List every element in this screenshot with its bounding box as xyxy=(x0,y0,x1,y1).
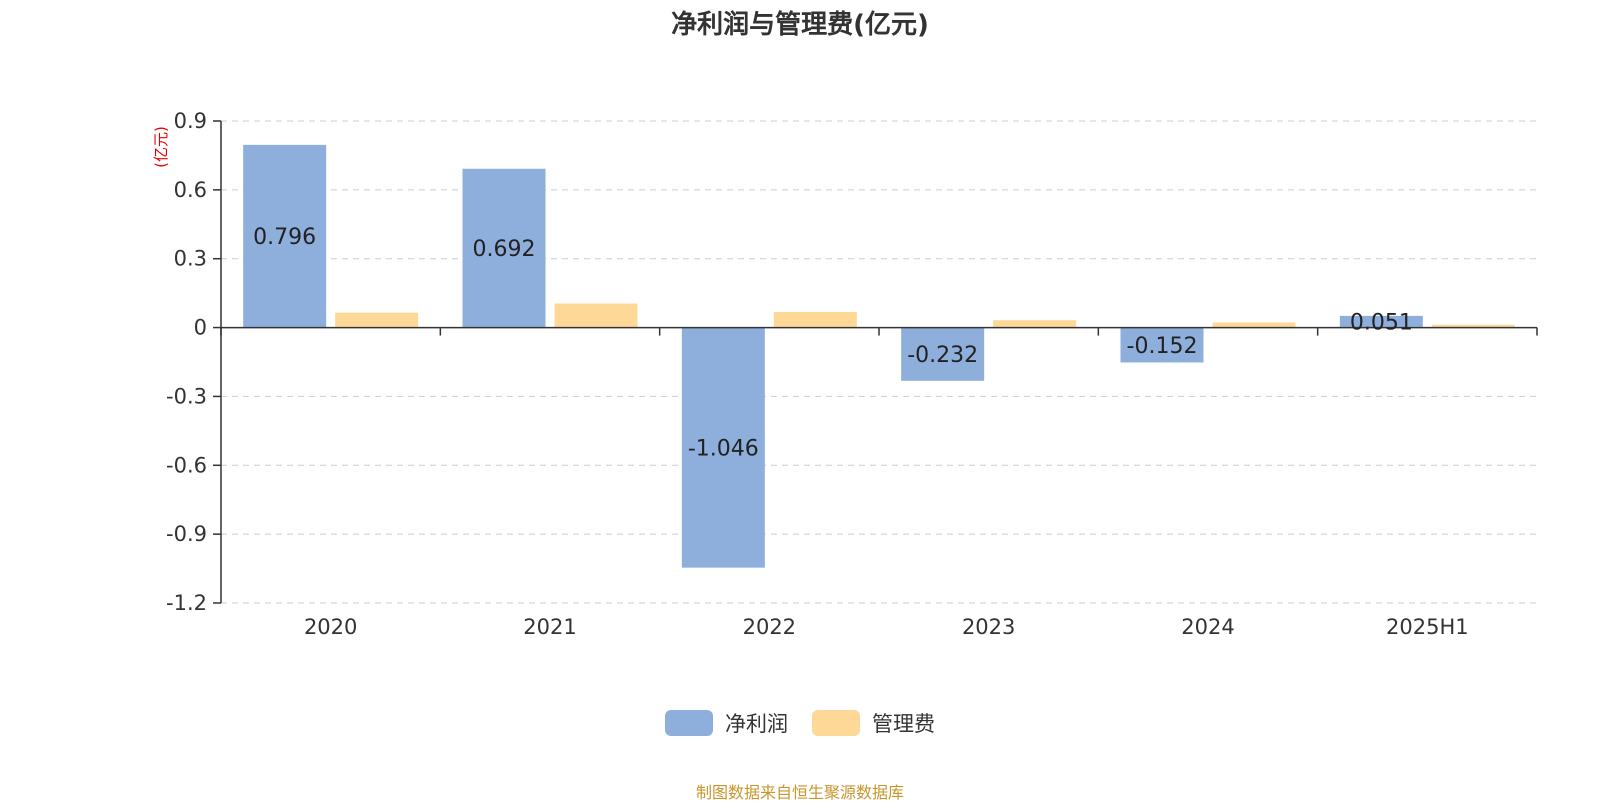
data-label: 0.692 xyxy=(473,237,536,262)
y-axis-label: (亿元) xyxy=(152,126,170,168)
legend-swatch-admin-expense xyxy=(812,710,860,736)
legend-swatch-net-profit xyxy=(665,710,713,736)
bar-admin-expense xyxy=(993,320,1077,328)
y-tick-label: -0.3 xyxy=(166,384,207,408)
x-tick-label: 2023 xyxy=(962,615,1015,639)
bars xyxy=(243,144,1515,568)
bar-net-profit xyxy=(243,144,327,328)
y-tick-label: 0.6 xyxy=(174,178,207,202)
y-tick-label: -1.2 xyxy=(166,591,207,615)
bar-net-profit xyxy=(901,327,985,381)
legend-item-net-profit[interactable]: 净利润 xyxy=(665,708,788,738)
data-label: -1.046 xyxy=(688,437,759,462)
legend-item-admin-expense[interactable]: 管理费 xyxy=(812,708,935,738)
y-tick-label: -0.9 xyxy=(166,522,207,546)
bar-net-profit xyxy=(1120,327,1204,363)
x-tick-label: 2025H1 xyxy=(1386,615,1469,639)
data-label: -0.152 xyxy=(1127,334,1198,359)
x-tick-label: 2020 xyxy=(304,615,357,639)
bar-net-profit xyxy=(462,168,546,328)
y-tick-label: 0.9 xyxy=(174,109,207,133)
x-tick-label: 2022 xyxy=(743,615,796,639)
data-label: 0.051 xyxy=(1350,311,1413,336)
x-tick-label: 2021 xyxy=(523,615,576,639)
legend: 净利润 管理费 xyxy=(0,708,1600,738)
y-tick-label: 0 xyxy=(194,316,207,340)
data-label: 0.796 xyxy=(253,225,316,250)
bar-admin-expense xyxy=(335,312,419,328)
bar-net-profit xyxy=(681,327,765,568)
bar-admin-expense xyxy=(554,303,638,328)
legend-label-admin-expense: 管理费 xyxy=(872,712,935,736)
data-label: -0.232 xyxy=(907,343,978,368)
bar-admin-expense xyxy=(1212,322,1296,328)
grid-lines xyxy=(221,120,1537,604)
data-labels: 0.796 0.692 -1.046 -0.232 -0.152 0.051 xyxy=(253,225,1413,461)
chart-title: 净利润与管理费(亿元) xyxy=(671,10,929,40)
axes: 0.9 0.6 0.3 0 -0.3 -0.6 -0.9 -1.2 2020 2021 2022 20… xyxy=(166,109,1538,639)
bar-net-profit xyxy=(1339,315,1423,328)
bar-admin-expense xyxy=(1431,324,1515,328)
x-tick-label: 2024 xyxy=(1181,615,1234,639)
bar-admin-expense xyxy=(773,311,857,328)
y-tick-label: 0.3 xyxy=(174,247,207,271)
legend-label-net-profit: 净利润 xyxy=(725,712,788,736)
source-note: 制图数据来自恒生聚源数据库 xyxy=(695,783,904,802)
y-tick-label: -0.6 xyxy=(166,453,207,477)
